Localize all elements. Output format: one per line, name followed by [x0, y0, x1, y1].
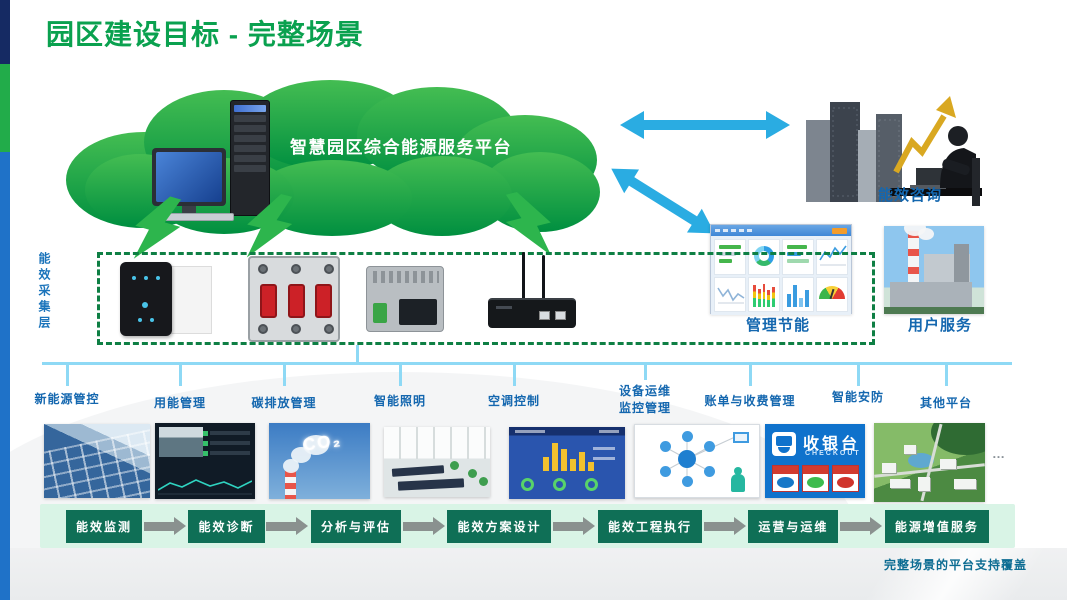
connector-stem	[356, 345, 359, 362]
gateway-antenna	[542, 255, 545, 300]
dashboard-gauge-widget	[816, 276, 848, 312]
chimney	[908, 231, 919, 287]
service-label-management: 管理节能	[746, 317, 811, 334]
connector-drop	[513, 365, 516, 386]
edge-bar-blue	[0, 152, 10, 600]
process-step: 分析与评估	[310, 509, 401, 543]
payment-badge-unionpay	[832, 465, 859, 492]
process-step: 运营与运维	[748, 509, 839, 543]
checkout-sign-image: 收银台 CHECKOUT	[765, 424, 865, 498]
collection-layer-box	[97, 252, 875, 345]
process-flow-banner: 能效监测 能效诊断 分析与评估 能效方案设计 能效工程执行 运营与运维 能源增值…	[40, 504, 1015, 548]
service-label-consulting: 能效咨询	[878, 187, 943, 204]
process-step: 能源增值服务	[884, 509, 989, 543]
collection-layer-label: 能效采集层	[37, 252, 51, 332]
scenario-label-security: 智能安防	[831, 390, 885, 404]
scenario-label-carbon: 碳排放管理	[251, 396, 317, 410]
flow-arrow-icon	[266, 517, 309, 535]
monitor-stand	[182, 206, 196, 213]
smart-panel-meter-device	[120, 262, 172, 336]
gateway-antenna	[522, 252, 525, 300]
server-tower-icon	[230, 100, 270, 216]
connector-drop	[283, 365, 286, 386]
flow-arrow-icon	[143, 517, 186, 535]
process-step: 能效工程执行	[597, 509, 702, 543]
flow-arrow-icon	[840, 517, 883, 535]
connector-drop	[399, 365, 402, 386]
cashier-icon	[772, 432, 796, 456]
connector-drop	[857, 365, 860, 386]
circuit-breaker-device	[248, 256, 340, 342]
power-plant-image	[884, 226, 984, 314]
connector-horizontal-line	[42, 362, 1012, 365]
solar-panels-image	[44, 424, 150, 498]
checkout-english-text: CHECKOUT	[805, 450, 861, 457]
dashboard-donut-widget	[748, 239, 780, 275]
flow-arrow-icon	[553, 517, 596, 535]
flow-arrow-icon	[402, 517, 445, 535]
om-diagram-image	[634, 424, 760, 498]
iot-gateway-device	[488, 298, 576, 328]
dashboard-stacked-bars-widget	[748, 276, 780, 312]
energy-consulting-image	[806, 96, 982, 206]
payment-badge-wechat	[802, 465, 829, 492]
edge-bar-navy	[0, 0, 10, 64]
checkout-chinese-text: 收银台	[803, 436, 861, 453]
lightning-bolt-icon	[498, 185, 560, 264]
dashboard-bars-widget	[782, 239, 814, 275]
scenario-label-lighting: 智能照明	[373, 394, 427, 408]
smart-panel-backplate	[170, 266, 212, 334]
park-aerial-image	[874, 423, 985, 502]
process-step: 能效监测	[66, 509, 143, 543]
connector-drop	[749, 365, 752, 386]
co2-text: CO₂	[301, 430, 344, 455]
dashboard-line-widget	[714, 276, 746, 312]
lightning-bolt-icon	[238, 187, 300, 266]
scenario-label-energy-use: 用能管理	[153, 396, 207, 410]
lightning-bolt-icon	[125, 189, 189, 269]
technician-figure	[731, 467, 745, 492]
scenario-label-om-monitoring: 设备运维监控管理	[618, 384, 671, 415]
connector-drop	[945, 365, 948, 386]
scenario-label-other: 其他平台	[919, 396, 973, 410]
double-headed-arrow-diagonal	[603, 156, 722, 246]
hvac-dashboard-image	[509, 427, 625, 499]
service-label-user: 用户服务	[908, 317, 973, 334]
co2-emissions-image: CO₂	[269, 423, 370, 499]
scenario-label-hvac: 空调控制	[487, 394, 541, 408]
process-step: 能效方案设计	[447, 509, 552, 543]
energy-dashboard-image	[155, 423, 255, 499]
connector-drop	[179, 365, 182, 386]
office-lighting-image	[384, 427, 490, 497]
connector-drop	[644, 365, 647, 380]
platform-label: 智慧园区综合能源服务平台	[290, 138, 512, 157]
connector-drop	[66, 365, 69, 386]
process-step: 能效诊断	[188, 509, 265, 543]
edge-bar-green	[0, 64, 10, 152]
desktop-computer-icon	[152, 148, 226, 206]
more-scenarios-ellipsis: …	[992, 446, 1005, 461]
dashboard-header	[711, 225, 851, 236]
dashboard-columns-widget	[782, 276, 814, 312]
footer-note: 完整场景的平台支持覆盖	[884, 558, 1028, 572]
page-title: 园区建设目标 - 完整场景	[46, 19, 364, 50]
din-rail-meter-device	[366, 266, 444, 332]
scenario-label-billing: 账单与收费管理	[704, 394, 796, 408]
scenario-label-new-energy: 新能源管控	[34, 392, 100, 406]
payment-badge-alipay	[772, 465, 799, 492]
flow-arrow-icon	[703, 517, 746, 535]
remote-monitor-icon	[733, 432, 749, 443]
double-headed-arrow-horizontal	[620, 110, 790, 140]
